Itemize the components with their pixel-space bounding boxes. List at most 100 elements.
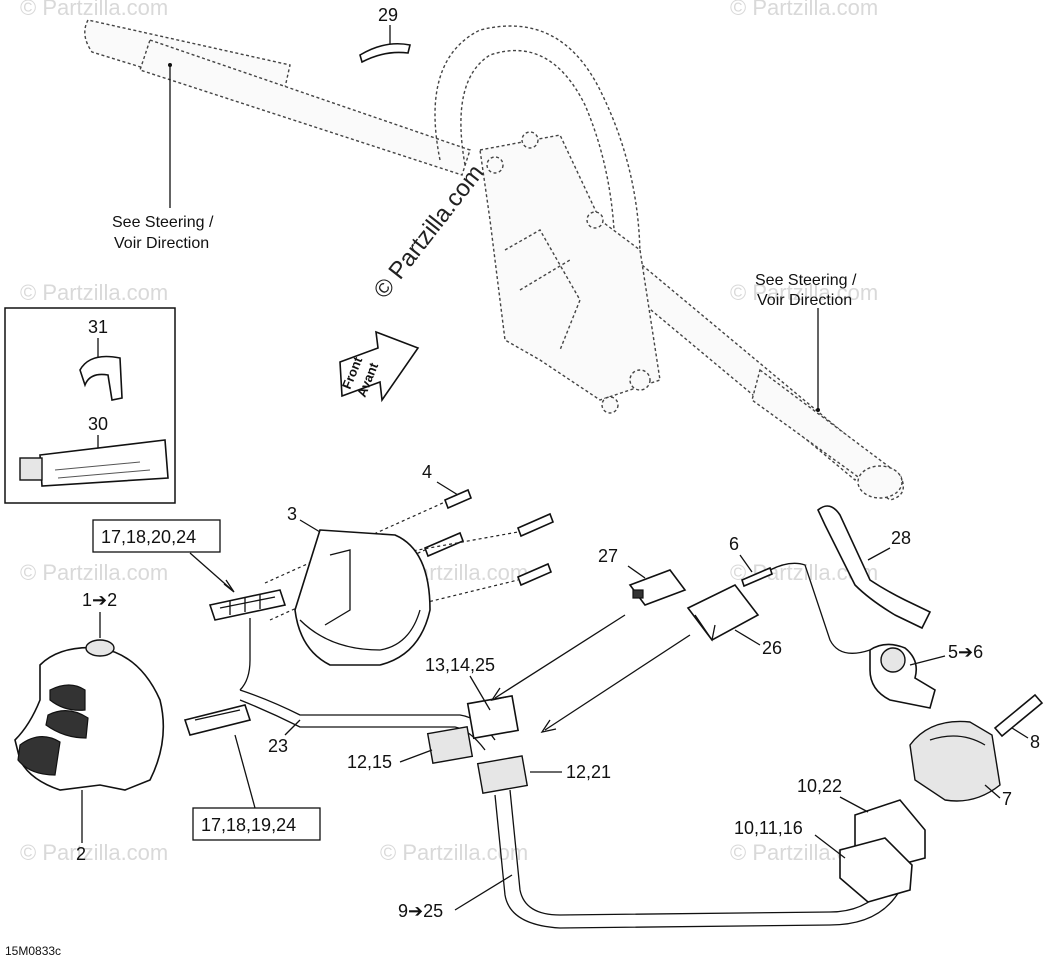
boxed-callout-bottom: 17,18,19,24 [192,734,321,841]
leader-line [739,554,753,573]
callout-box [192,807,321,841]
arrow-shape [339,330,420,403]
leader-line [839,796,869,813]
bar-loop-inner [460,49,616,261]
drawing-code: 15M0833c [5,944,61,958]
part-29: 29 [359,5,411,64]
clamp-bolt-phantom [629,369,651,391]
clamp-bolt-phantom [486,156,504,174]
clamp-bolt-phantom [521,131,539,149]
tube-label-lines [54,461,151,479]
leader-line [234,734,256,809]
leader-dot [168,63,172,67]
callout-30: 30 [88,414,108,434]
callout-28: 28 [891,528,911,548]
see-steering-right: See Steering / Voir Direction [755,272,857,412]
callout-12-21: 12,21 [566,762,611,782]
callout-17-18-20-24: 17,18,20,24 [101,527,196,547]
connector-26 [686,583,760,642]
pin-8 [993,693,1044,738]
cover-7 [909,720,1001,802]
connector-26-face [694,614,716,642]
switch-knob [85,639,115,657]
leader-arrow-26 [544,634,691,731]
switch-button-lower [45,710,89,739]
inset-box: 31 30 [4,307,176,504]
see-steering-left-line2: Voir Direction [114,235,209,252]
switch-housing-3 [294,529,431,666]
part-26: 26 [490,583,782,733]
leader-arrowhead [540,719,557,733]
callout-3: 3 [287,504,297,524]
right-grip-phantom [751,368,904,501]
tube-cap-30 [19,457,43,481]
leader-line [814,834,846,859]
watermark-text: © Partzilla.com [380,840,528,865]
see-steering-left: See Steering / Voir Direction [112,63,214,252]
harness-connectors: 12,15 12,21 13,14,25 [347,655,611,795]
callout-12-15: 12,15 [347,752,392,772]
screw-4 [443,488,473,510]
callout-2: 2 [76,844,86,864]
bar-loop-outer [434,25,641,261]
wiring-harness: 23 9➔25 [239,689,901,929]
callout-9-25: 9➔25 [398,901,443,921]
callout-6: 6 [729,534,739,554]
connector-wire [239,618,251,691]
see-steering-right-line1: See Steering / [755,272,857,289]
leader-line [984,784,1001,799]
callout-8: 8 [1030,732,1040,752]
callout-4: 4 [422,462,432,482]
leader-line [399,749,433,763]
leader-line [284,719,301,736]
part-3-housing: 3 [287,504,431,666]
connector-27 [628,569,687,606]
connector-pins [219,594,276,615]
clamp-bolt-phantom [586,211,604,229]
connector-13-14-25 [466,694,520,740]
part-1-switch: 1➔2 2 [14,590,165,864]
part-5-sensor: 5➔6 [869,642,983,709]
connector-plug [183,704,252,736]
front-arrow: Front Avant [339,330,420,403]
leader-line [909,655,946,666]
watermark-text: © Partzilla.com [20,840,168,865]
leader-line [454,874,513,911]
leader-line [189,552,233,591]
screw-4 [516,512,555,538]
harness-9-wire [494,794,901,929]
callout-23: 23 [268,736,288,756]
faint-watermarks: © Partzilla.com © Partzilla.com © Partzi… [20,0,878,865]
leader-line [1011,727,1029,739]
connector-27-face [632,589,644,599]
switch-lever [17,736,61,776]
grip-end-phantom [857,465,903,499]
see-steering-right-line2: Voir Direction [757,292,852,309]
phantom-handlebar [84,19,904,501]
sensor-wire [769,562,871,654]
screw-4 [423,531,465,558]
watermark-text: © Partzilla.com [730,0,878,20]
left-bar-tube-phantom [139,39,471,176]
relay-10-11-16 [839,837,913,903]
part-10-11-16: 10,11,16 [734,818,913,903]
callout-10-22: 10,22 [797,776,842,796]
watermark-text: © Partzilla.com [20,0,168,20]
callout-1-2: 1➔2 [82,590,117,610]
leader-line [867,547,891,561]
housing-detail [299,549,421,651]
part-7-cover: 7 [909,720,1012,809]
connector-upper [208,589,287,691]
watermark-text: © Partzilla.com [20,280,168,305]
callout-5-6: 5➔6 [948,642,983,662]
part-8-pin: 8 [993,693,1044,752]
leader-dot [816,408,820,412]
cover-7-detail [929,735,986,746]
boxed-callout-top: 17,18,20,24 [92,519,235,593]
clamp-bolt-phantom [601,396,619,414]
leader-arrow-27 [494,614,626,699]
leader-arrowhead [223,579,235,593]
part-28-hose: 28 [817,505,932,630]
leader-line [436,481,459,496]
